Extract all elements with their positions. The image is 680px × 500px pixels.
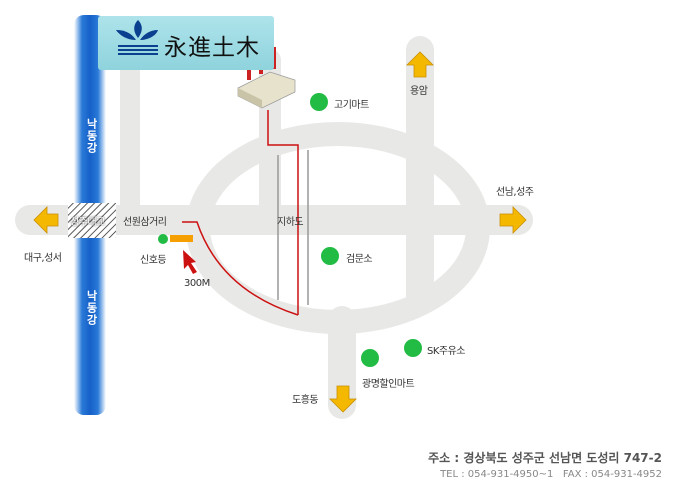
label-geommunso: 검문소 [346, 254, 373, 265]
label-seonnam-seongju: 선남,성주 [496, 187, 534, 198]
label-yongam: 용암 [410, 86, 428, 97]
marker-sk [404, 339, 422, 357]
lane-lines [277, 150, 309, 305]
company-logo: 永進土木 [98, 16, 274, 70]
label-gwangmyeong-mart: 광명할인마트 [362, 379, 415, 390]
label-daegu-seongseo: 대구,성서 [24, 253, 62, 264]
markers [158, 93, 422, 367]
label-jihado: 지하도 [277, 217, 304, 228]
label-sk-station: SK주유소 [427, 346, 466, 357]
label-gogi-mart: 고기마트 [334, 100, 369, 111]
arrow-down-icon [329, 385, 357, 413]
pointer-arrow-icon [183, 250, 197, 274]
contact-info: TEL : 054-931-4950~1 FAX : 054-931-4952 [440, 469, 662, 480]
marker-gwangmyeong [361, 349, 379, 367]
bridge [68, 203, 116, 238]
lotus-logo-icon [116, 20, 158, 55]
company-name: 永進土木 [164, 35, 260, 61]
label-seongju-bridge: 성주대교 [70, 217, 105, 228]
arrow-left-icon [33, 206, 59, 234]
route-line [182, 110, 299, 316]
marker-geommunso [321, 247, 339, 265]
label-seonwon-junction: 선원삼거리 [123, 217, 167, 228]
river-label-lower: 낙동강 [85, 290, 98, 326]
marker-gogi-mart [310, 93, 328, 111]
arrow-up-icon [406, 51, 434, 78]
destination-marker [170, 235, 193, 242]
river-label-upper: 낙동강 [85, 118, 98, 154]
address: 주소 : 경상북도 성주군 선남면 도성리 747-2 [428, 451, 662, 465]
label-doheungdong: 도흥동 [292, 395, 319, 406]
label-sinhodeung: 신호등 [140, 255, 167, 266]
label-distance: 300M [184, 278, 210, 289]
arrow-right-icon [499, 206, 527, 234]
marker-signal [158, 234, 168, 244]
